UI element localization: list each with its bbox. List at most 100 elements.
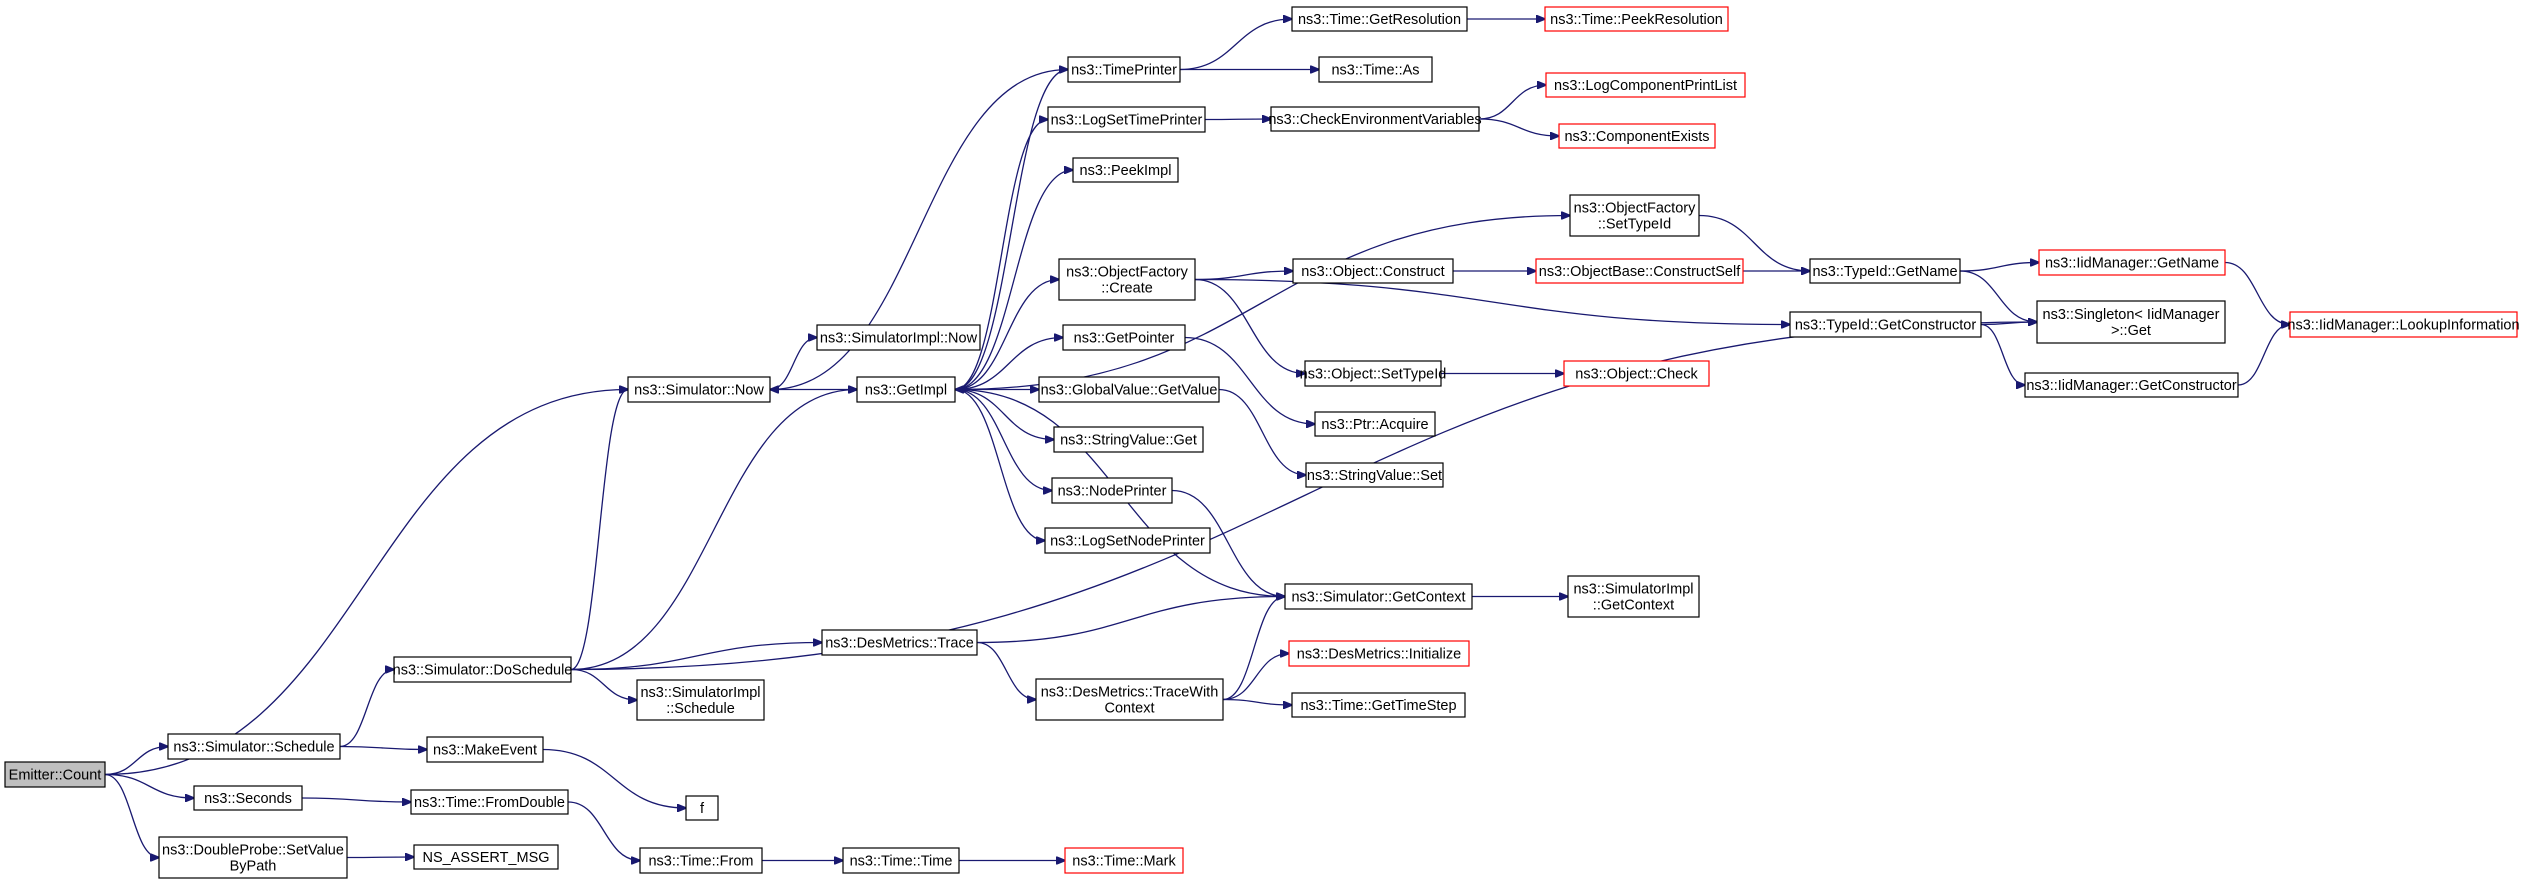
node-label: ns3::TypeId::GetName [1812, 264, 1957, 280]
node-box [1284, 583, 1473, 610]
node-getpointer[interactable]: ns3::GetPointer [1062, 324, 1186, 351]
node-simimpl-schedule[interactable]: ns3::SimulatorImpl::Schedule [636, 679, 765, 721]
node-label: ns3::Time::Mark [1072, 854, 1176, 870]
node-label: ns3::Seconds [204, 791, 292, 807]
node-box [627, 376, 771, 403]
node-time-gettimestep[interactable]: ns3::Time::GetTimeStep [1291, 692, 1466, 718]
node-box [193, 785, 303, 811]
node-box [1304, 360, 1442, 387]
node-sim-schedule[interactable]: ns3::Simulator::Schedule [167, 733, 341, 760]
node-object-check[interactable]: ns3::Object::Check [1563, 360, 1710, 387]
node-getimpl[interactable]: ns3::GetImpl [856, 376, 956, 403]
node-sim-doschedule[interactable]: ns3::Simulator::DoSchedule [393, 656, 573, 683]
edge-typeid-getname-to-singleton-get [1959, 270, 2037, 322]
node-time-peekresolution[interactable]: ns3::Time::PeekResolution [1544, 6, 1729, 32]
node-logsettimeprinter[interactable]: ns3::LogSetTimePrinter [1047, 106, 1206, 133]
edge-sim-schedule-to-makeevent [339, 747, 427, 750]
node-typeid-getname[interactable]: ns3::TypeId::GetName [1809, 258, 1961, 284]
node-box [413, 844, 559, 870]
edge-emitter-count-to-sim-now [104, 390, 628, 776]
node-iidmanager-getconstructor[interactable]: ns3::IidManager::GetConstructor [2024, 372, 2239, 398]
edge-desmetrics-trace-to-desmetrics-tracewith [976, 641, 1036, 700]
node-ptr-acquire[interactable]: ns3::Ptr::Acquire [1314, 411, 1436, 437]
node-peekimpl[interactable]: ns3::PeekImpl [1072, 157, 1179, 183]
node-box [1064, 847, 1184, 874]
edge-getimpl-to-stringvalue-get [954, 388, 1054, 440]
node-box [158, 836, 348, 879]
node-label: >::Get [2111, 323, 2151, 339]
node-ns-assert-msg[interactable]: NS_ASSERT_MSG [413, 844, 559, 870]
edge-checkenvvars-to-logcompprintlist [1478, 85, 1546, 120]
node-box [2289, 311, 2518, 338]
node-objbase-constructself[interactable]: ns3::ObjectBase::ConstructSelf [1535, 258, 1744, 284]
node-time-mark[interactable]: ns3::Time::Mark [1064, 847, 1184, 874]
node-object-construct[interactable]: ns3::Object::Construct [1292, 258, 1454, 284]
node-label: ::Create [1101, 281, 1153, 297]
node-objfactory-create[interactable]: ns3::ObjectFactory::Create [1058, 258, 1196, 301]
node-makeevent[interactable]: ns3::MakeEvent [426, 736, 544, 763]
node-emitter-count[interactable]: Emitter::Count [4, 761, 106, 788]
node-box [1789, 311, 1982, 338]
node-box [410, 789, 569, 815]
node-label: ns3::Singleton< IidManager [2043, 307, 2220, 323]
node-checkenvvars[interactable]: ns3::CheckEnvironmentVariables [1268, 106, 1482, 132]
node-singleton-get[interactable]: ns3::Singleton< IidManager >::Get [2036, 300, 2226, 344]
edge-emitter-count-to-sim-schedule [104, 747, 168, 776]
node-box [842, 847, 960, 874]
node-desmetrics-trace[interactable]: ns3::DesMetrics::Trace [821, 629, 978, 656]
node-label: ns3::IidManager::GetConstructor [2026, 378, 2237, 394]
node-label: ns3::Object::Construct [1301, 264, 1444, 280]
node-time-from[interactable]: ns3::Time::From [639, 847, 763, 874]
node-simimpl-now[interactable]: ns3::SimulatorImpl::Now [816, 324, 981, 351]
node-nodeprinter[interactable]: ns3::NodePrinter [1051, 477, 1173, 504]
node-label: ::GetContext [1593, 598, 1674, 614]
node-box [393, 656, 572, 683]
node-label: ns3::Time::As [1331, 63, 1419, 79]
edge-getimpl-to-logsettimeprinter [954, 120, 1048, 391]
node-timeprinter[interactable]: ns3::TimePrinter [1067, 56, 1181, 83]
node-box [1270, 106, 1480, 132]
node-object-settypeid[interactable]: ns3::Object::SetTypeId [1300, 360, 1447, 387]
edge-getimpl-to-timeprinter [954, 70, 1068, 391]
node-gv-getvalue[interactable]: ns3::GlobalValue::GetValue [1038, 376, 1220, 403]
node-stringvalue-set[interactable]: ns3::StringValue::Set [1305, 462, 1444, 488]
node-time-getresolution[interactable]: ns3::Time::GetResolution [1291, 6, 1468, 32]
edge-desmetrics-tracewith-to-sim-getcontext [1222, 597, 1285, 701]
node-f[interactable]: f [685, 795, 719, 821]
node-time-as[interactable]: ns3::Time::As [1318, 56, 1433, 83]
node-time-time[interactable]: ns3::Time::Time [842, 847, 960, 874]
node-label: ns3::Time::Time [850, 854, 953, 870]
node-stringvalue-get[interactable]: ns3::StringValue::Get [1053, 426, 1204, 453]
node-box [856, 376, 956, 403]
node-simimpl-getcontext[interactable]: ns3::SimulatorImpl::GetContext [1567, 575, 1700, 618]
node-logcompprintlist[interactable]: ns3::LogComponentPrintList [1545, 72, 1746, 98]
node-label: ns3::LogSetTimePrinter [1051, 113, 1203, 129]
node-sim-getcontext[interactable]: ns3::Simulator::GetContext [1284, 583, 1473, 610]
node-box [1067, 56, 1181, 83]
node-label: ns3::DesMetrics::Initialize [1297, 647, 1461, 663]
node-typeid-getconstructor[interactable]: ns3::TypeId::GetConstructor [1789, 311, 1982, 338]
node-desmetrics-initialize[interactable]: ns3::DesMetrics::Initialize [1288, 640, 1470, 667]
edge-objfactory-create-to-object-settypeid [1194, 278, 1305, 374]
node-label: ns3::ObjectBase::ConstructSelf [1539, 264, 1741, 280]
node-iidmanager-getname[interactable]: ns3::IidManager::GetName [2038, 249, 2226, 276]
node-label: ns3::TimePrinter [1071, 63, 1177, 79]
node-box [636, 679, 765, 721]
node-box [1305, 462, 1444, 488]
node-componentexists[interactable]: ns3::ComponentExists [1558, 123, 1716, 149]
node-objfactory-settypeid[interactable]: ns3::ObjectFactory::SetTypeId [1569, 194, 1700, 237]
edge-iidmanager-getname-to-iidmanager-lookupinfo [2224, 261, 2290, 325]
node-label: ns3::Time::GetResolution [1298, 12, 1461, 28]
node-label: ::SetTypeId [1598, 217, 1671, 233]
node-label: ns3::ObjectFactory [1066, 265, 1188, 281]
node-logsetnodeprinter[interactable]: ns3::LogSetNodePrinter [1044, 527, 1211, 554]
node-seconds[interactable]: ns3::Seconds [193, 785, 303, 811]
node-time-fromdouble[interactable]: ns3::Time::FromDouble [410, 789, 569, 815]
node-iidmanager-lookupinfo[interactable]: ns3::IidManager::LookupInformation [2287, 311, 2520, 338]
node-sim-now[interactable]: ns3::Simulator::Now [627, 376, 771, 403]
edge-checkenvvars-to-componentexists [1478, 118, 1559, 136]
node-box [1563, 360, 1710, 387]
